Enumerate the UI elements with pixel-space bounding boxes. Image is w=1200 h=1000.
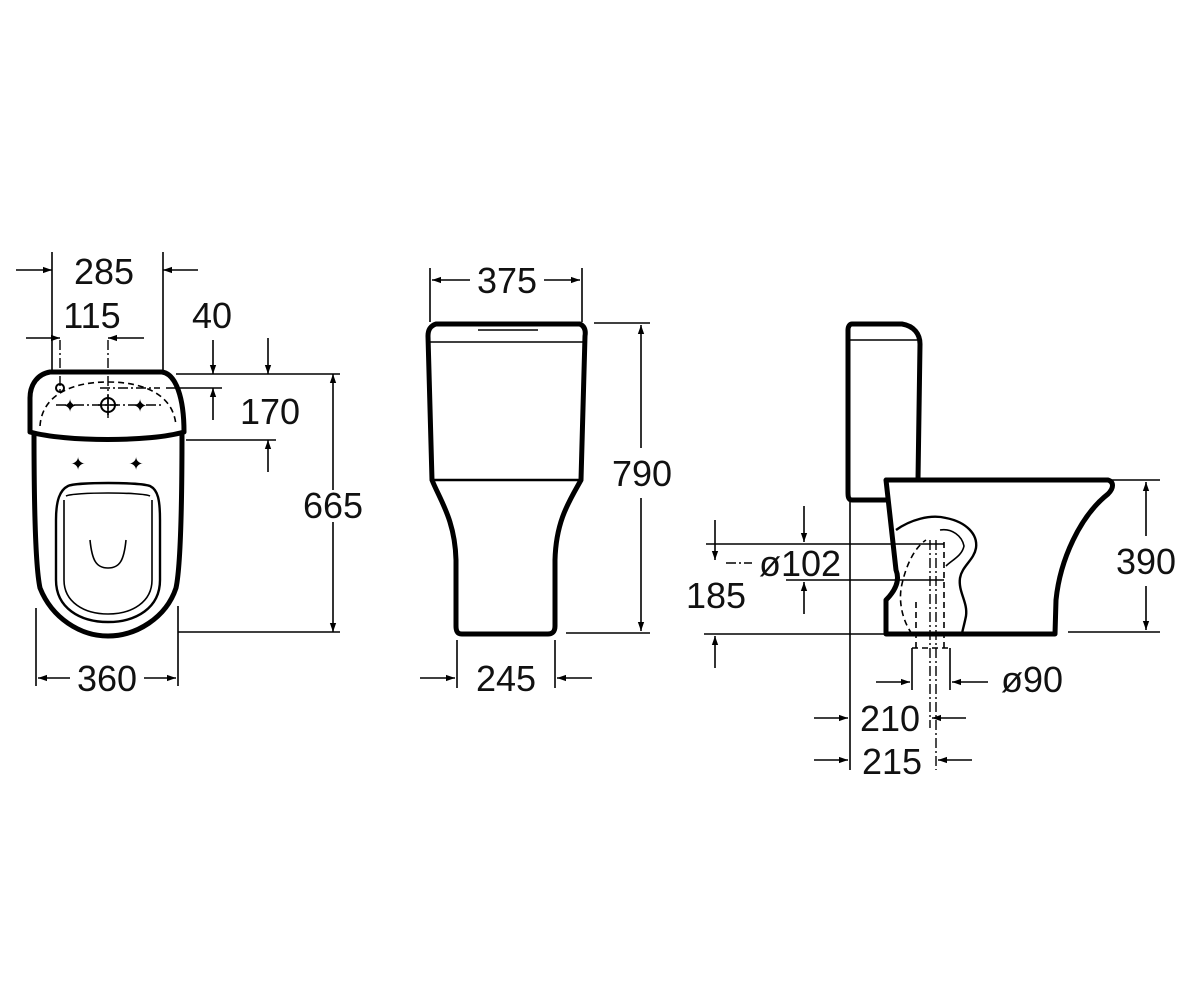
top-view-seat-opening bbox=[54, 481, 162, 624]
dim-diameter-90-label: ø90 bbox=[1001, 659, 1063, 700]
dim-665-label: 665 bbox=[303, 485, 363, 526]
dim-40-label: 40 bbox=[192, 295, 232, 336]
dim-390-label: 390 bbox=[1116, 541, 1176, 582]
fixing-mark: ✦ bbox=[62, 396, 77, 417]
dim-790-label: 790 bbox=[612, 453, 672, 494]
top-view-cistern-dashed-lid bbox=[39, 381, 177, 427]
dim-170-label: 170 bbox=[240, 391, 300, 432]
fixing-mark: ✦ bbox=[70, 454, 85, 475]
dim-375-label: 375 bbox=[477, 260, 537, 301]
dim-360-label: 360 bbox=[77, 658, 137, 699]
front-view: 375 790 245 bbox=[420, 260, 672, 699]
top-view-seat-inner-line bbox=[63, 492, 153, 615]
dim-diameter-102-label: ø102 bbox=[759, 543, 841, 584]
side-view-cistern-outline bbox=[845, 321, 923, 503]
dim-285-label: 285 bbox=[74, 251, 134, 292]
front-view-lid-line bbox=[430, 329, 583, 343]
side-view-bowl-outline bbox=[883, 477, 1115, 637]
side-view-outlet-dashed bbox=[899, 539, 950, 649]
side-view: ø102 185 390 ø90 210 215 bbox=[686, 321, 1176, 782]
dim-245-label: 245 bbox=[476, 658, 536, 699]
top-view: ✦ ✦ ✦ ✦ 285 115 40 170 bbox=[16, 251, 363, 699]
top-view-bowl-outline bbox=[31, 429, 185, 639]
fixing-mark: ✦ bbox=[132, 396, 147, 417]
dim-210-label: 210 bbox=[860, 698, 920, 739]
side-view-trap-outline bbox=[895, 515, 978, 635]
top-view-bowl-waterline bbox=[89, 539, 127, 569]
dim-215-label: 215 bbox=[862, 741, 922, 782]
side-view-trap-inner bbox=[939, 528, 965, 567]
dim-115-label: 115 bbox=[63, 295, 120, 336]
dim-185-label: 185 bbox=[686, 575, 746, 616]
fixing-mark: ✦ bbox=[128, 454, 143, 475]
